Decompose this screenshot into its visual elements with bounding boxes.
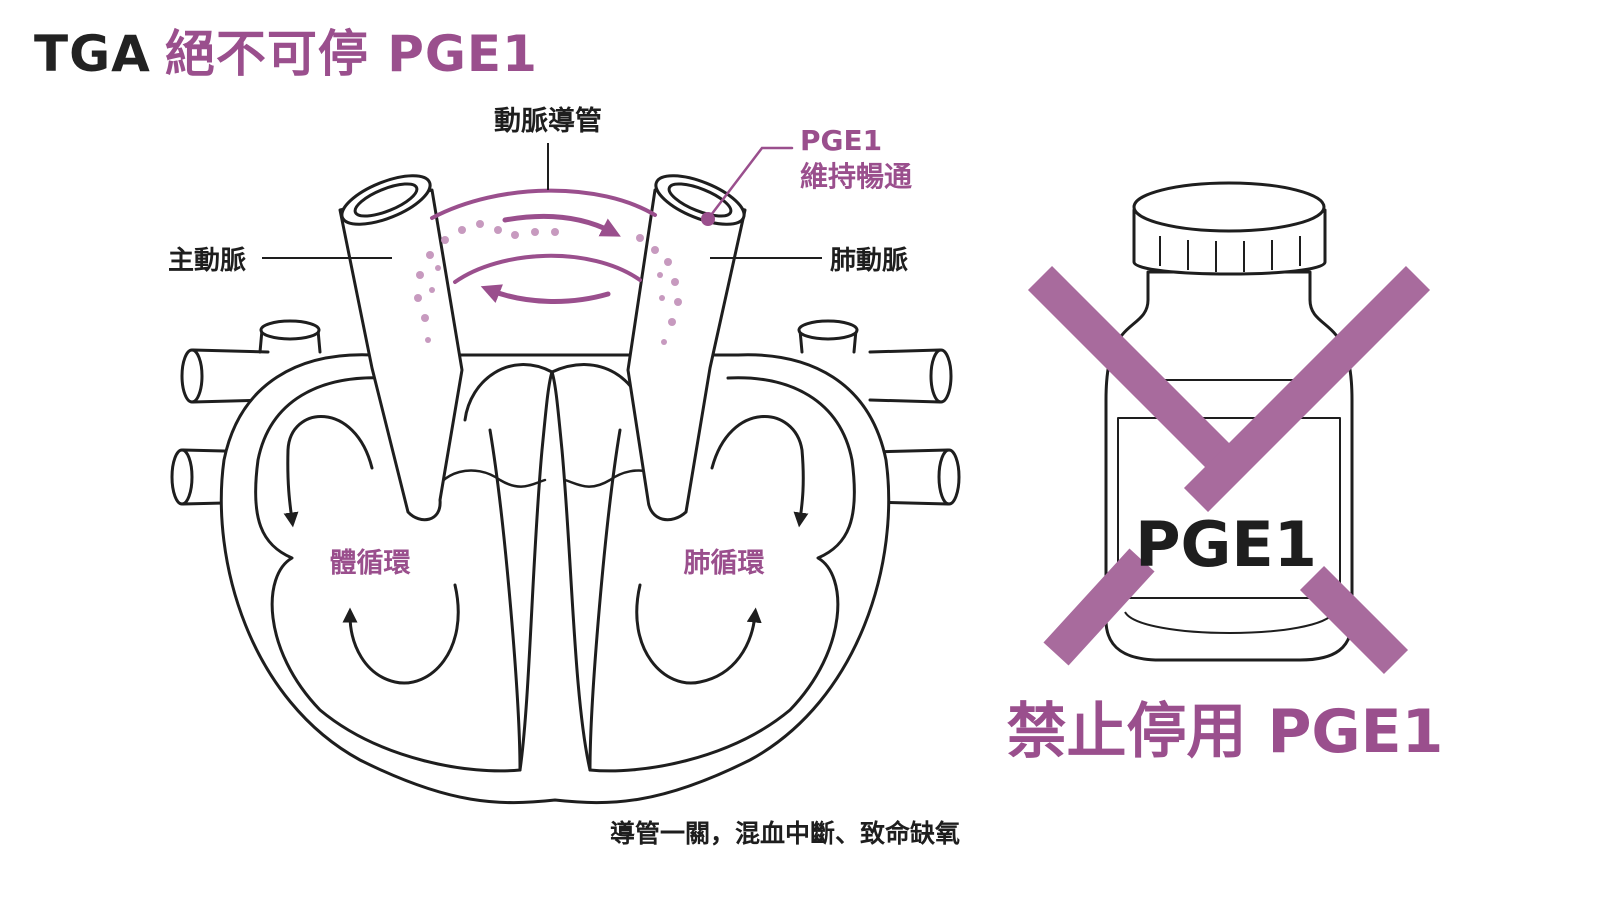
ductus-arteriosus <box>414 146 794 345</box>
label-pge1-maintain: 維持暢通 <box>800 160 912 193</box>
arrow-pulmonary-bottom <box>635 583 762 685</box>
heart-outline <box>219 353 891 805</box>
label-pulmonary-circulation: 肺循環 <box>684 548 766 579</box>
arrow-systemic-bottom <box>342 583 460 685</box>
caption: 導管一關，混血中斷、致命缺氧 <box>610 819 960 848</box>
vial-cap-top <box>1132 181 1326 233</box>
label-pulmonary-artery: 肺動脈 <box>830 246 908 276</box>
prohibition-cross <box>1027 265 1431 675</box>
label-aorta: 主動脈 <box>168 246 246 276</box>
circulation-arrows <box>283 415 809 685</box>
mixing-dots <box>414 220 682 345</box>
aorta-vessel <box>338 174 464 522</box>
flow-arrow-right <box>502 213 621 237</box>
left-chamber-wall <box>254 376 522 773</box>
pge1-pointer-line <box>706 146 794 221</box>
title-main: 絕不可停 PGE1 <box>164 25 538 83</box>
label-ductus: 動脈導管 <box>494 105 602 137</box>
atrium-dome-left <box>463 363 554 422</box>
warning-text: 禁止停用 PGE1 <box>1007 697 1444 767</box>
flow-arrow-left <box>480 284 611 304</box>
arrow-systemic-top <box>283 415 374 528</box>
label-systemic-circulation: 體循環 <box>330 548 412 579</box>
right-chamber-wall <box>588 376 856 773</box>
leader-lines <box>262 143 822 259</box>
vial-label: PGE1 <box>1135 508 1317 581</box>
title-prefix: TGA <box>34 25 151 83</box>
heart-diagram <box>170 319 961 805</box>
arrow-pulmonary-top <box>710 415 809 528</box>
label-pge1: PGE1 <box>800 124 882 157</box>
